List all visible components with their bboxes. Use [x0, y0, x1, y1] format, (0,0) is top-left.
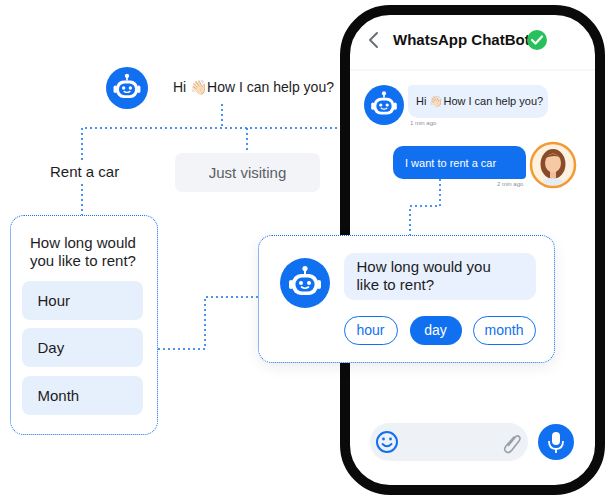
- node-text: How long would you like to rent?: [30, 234, 155, 270]
- answer-button: Month: [22, 376, 143, 415]
- timestamp: 2 min ago: [497, 181, 523, 187]
- bot-avatar: [364, 85, 404, 125]
- node-text: I want to rent a car: [405, 157, 496, 169]
- header-divider: [350, 70, 595, 71]
- attach-icon: [505, 436, 520, 453]
- leader-line: [221, 104, 223, 128]
- user-avatar: [531, 143, 575, 187]
- reply-button: hour: [344, 316, 398, 345]
- leader-line: [246, 128, 248, 153]
- mic-icon: [555, 449, 557, 453]
- emoji-icon: [377, 432, 397, 452]
- face: [545, 154, 561, 173]
- answer-button: Hour: [22, 281, 143, 320]
- node-text: Just visiting: [209, 164, 287, 181]
- node-text: Hi 👋🏻How I can help you?: [416, 95, 543, 108]
- option-box: Just visiting: [175, 153, 320, 192]
- node-text: WhatsApp ChatBot: [393, 31, 530, 48]
- bot-message: Hi 👋🏻How I can help you?: [408, 85, 548, 118]
- answer-button: Day: [22, 328, 143, 367]
- reply-button: day: [410, 316, 462, 345]
- fringe: [545, 154, 561, 158]
- node-text: Day: [38, 339, 65, 356]
- user-message: I want to rent a car: [393, 146, 526, 179]
- bot-avatar: [106, 67, 148, 109]
- mic-button: [538, 424, 574, 460]
- reply-button: month: [473, 316, 536, 345]
- check-mark: [532, 37, 542, 44]
- emoji-eye: [382, 438, 385, 441]
- flow-lines: [82, 104, 340, 215]
- chat-card: How long would you like to rent? hour day m…: [258, 235, 555, 363]
- verified-badge: [527, 30, 547, 50]
- connector-line: [410, 179, 440, 235]
- input-bar: [370, 423, 528, 461]
- bot-message: How long would you like to rent?: [344, 253, 536, 300]
- node-text: day: [424, 322, 447, 338]
- mic-icon: [549, 441, 563, 449]
- question-card: How long would you like to rent? HourDayM…: [10, 215, 158, 435]
- branch-label: Rent a car: [50, 163, 119, 180]
- leader-line: [82, 128, 340, 160]
- emoji-eye: [389, 438, 392, 441]
- shirt: [539, 178, 567, 196]
- mic-icon: [552, 432, 560, 445]
- hair: [541, 149, 566, 179]
- greeting-text: Hi 👋🏻How I can help you?: [173, 79, 334, 95]
- leader-line: [81, 184, 83, 215]
- node-text: Month: [38, 387, 80, 404]
- node-text: hour: [356, 322, 384, 338]
- connector-line: [158, 297, 258, 349]
- bot-avatar: [280, 258, 330, 308]
- emoji-smile: [383, 444, 392, 446]
- neck: [550, 170, 556, 178]
- node-text: month: [485, 322, 524, 338]
- user-portrait: [539, 149, 567, 196]
- back-chevron: [370, 33, 377, 47]
- timestamp: 1 min ago: [410, 120, 436, 126]
- node-text: Hour: [38, 292, 71, 309]
- node-text: How long would you like to rent?: [357, 258, 512, 294]
